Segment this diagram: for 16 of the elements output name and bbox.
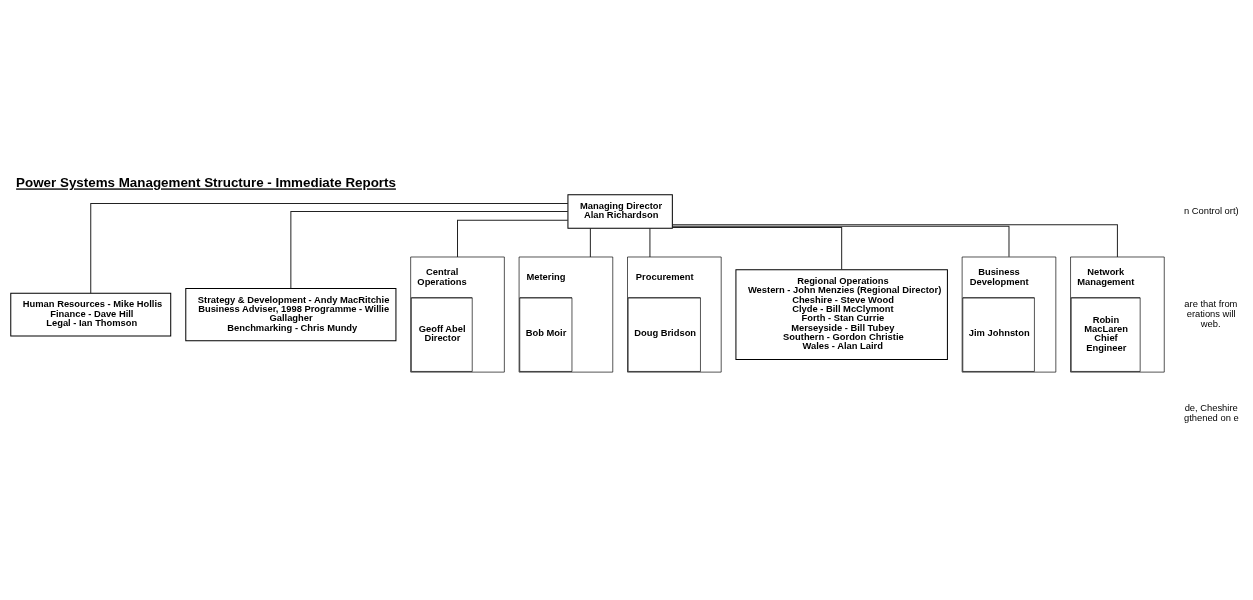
label: are that from erations will web.	[1184, 298, 1238, 329]
connector	[589, 227, 591, 257]
node-box: Managing Director Alan Richardson	[567, 193, 673, 229]
connector	[457, 219, 569, 257]
label: n Control ort)	[1184, 205, 1239, 216]
node-box: Strategy & Development - Andy MacRitchie Business Adviser, 1998 Programme - Willie Gallagher Benchmarking - Chris Mundy	[185, 287, 397, 341]
connector	[671, 226, 843, 270]
diagram-title: Power Systems Management Structure - Immediate Reports	[16, 174, 396, 190]
label: de, Cheshire gthened on e	[1184, 402, 1239, 423]
connector	[649, 227, 651, 257]
node-box: Regional Operations Western - John Menzies (Regional Director) Cheshire - Steve Wood Clyde - Bill McClymont Forth - Stan Currie Merseyside - Bill Tubey Southern - Gordon Christie Wales - Alan Laird	[735, 268, 948, 360]
connector	[90, 202, 569, 294]
connector	[671, 225, 1010, 257]
connector	[290, 210, 569, 289]
connector	[671, 223, 1118, 257]
node-box: Human Resources - Mike Hollis Finance - Dave Hill Legal - Ian Thomson	[10, 292, 172, 336]
